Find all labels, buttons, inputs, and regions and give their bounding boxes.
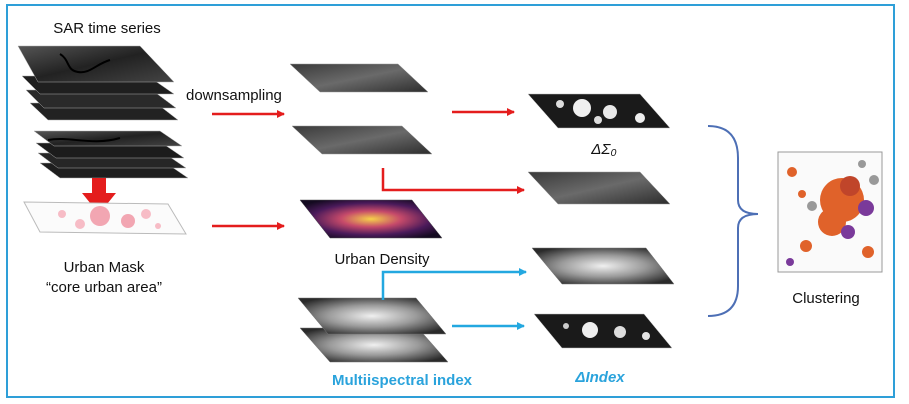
sar-time-series-stack xyxy=(17,45,189,179)
multispectral-index-stack xyxy=(297,297,449,363)
label-multispectral-index: Multiispectral index xyxy=(332,372,473,389)
downsampled-sar-image-1 xyxy=(289,63,429,93)
urban-mask-image xyxy=(23,201,187,235)
downsampled-sar-image-2 xyxy=(291,125,433,155)
index-result-image xyxy=(531,247,675,285)
label-urban-mask: Urban Mask xyxy=(64,259,145,276)
delta-index-image xyxy=(533,313,673,349)
delta-sigma-speckle xyxy=(556,99,645,124)
urban-density-image xyxy=(299,199,443,239)
label-clustering: Clustering xyxy=(792,290,860,307)
label-sar-time-series: SAR time series xyxy=(53,20,161,37)
blue-arrow-to-index-result xyxy=(381,268,527,300)
merge-bracket xyxy=(707,125,759,317)
red-arrow-to-sar-result xyxy=(381,168,525,194)
label-downsampling: downsampling xyxy=(186,87,282,104)
label-delta-sigma: ΔΣ₀ xyxy=(590,141,616,158)
label-urban-density: Urban Density xyxy=(334,251,430,268)
label-delta-index: ΔIndex xyxy=(574,369,625,386)
delta-index-speckle xyxy=(563,322,650,340)
sar-result-image xyxy=(527,171,671,205)
diagram-frame xyxy=(6,4,895,398)
label-core-urban-area: “core urban area” xyxy=(46,279,162,296)
clustering-image xyxy=(777,151,883,273)
